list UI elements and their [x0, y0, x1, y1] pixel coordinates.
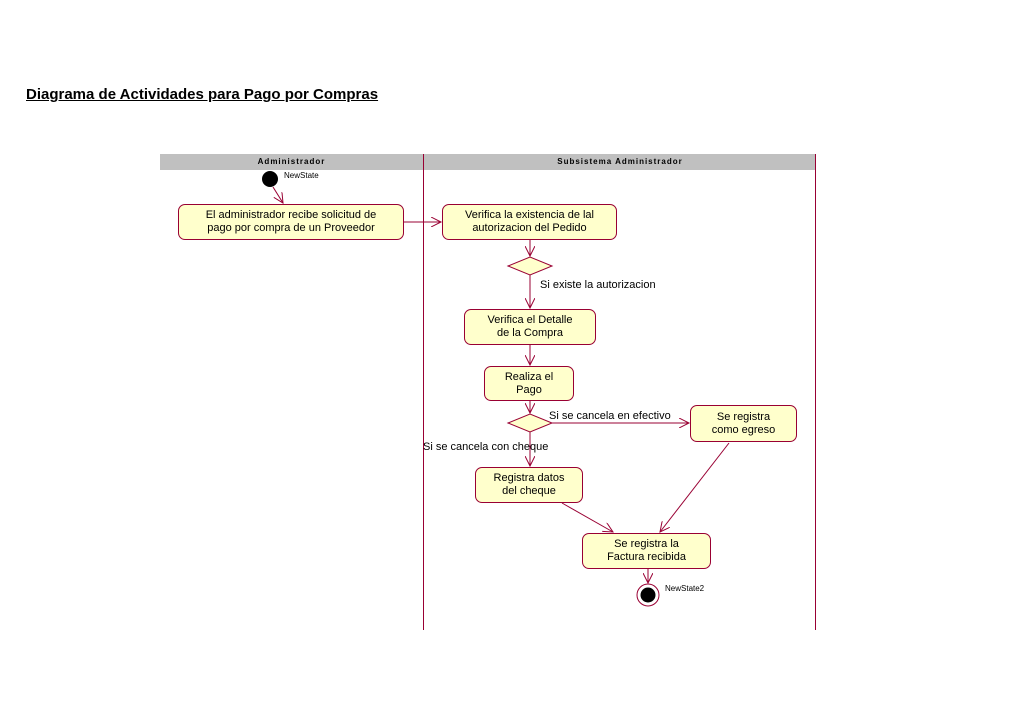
- activity-verify-authorization-label: Verifica la existencia de lal autorizaci…: [464, 209, 594, 234]
- decision-diamond-authorization: [506, 256, 554, 276]
- lane-header-administrador: Administrador: [160, 154, 423, 170]
- activity-verify-authorization: Verifica la existencia de lal autorizaci…: [442, 204, 617, 240]
- activity-register-check: Registra datos del cheque: [475, 467, 583, 503]
- activity-register-expense-label: Se registra como egreso: [711, 410, 776, 436]
- decision-diamond-payment-method: [506, 413, 554, 433]
- final-state-dot: [640, 587, 656, 603]
- activity-make-payment-label: Realiza el Pago: [504, 370, 554, 396]
- guard-cash-payment: Si se cancela en efectivo: [549, 410, 671, 422]
- activity-register-expense: Se registra como egreso: [690, 405, 797, 442]
- activity-receive-request: El administrador recibe solicitud de pag…: [178, 204, 404, 240]
- edge-expense-to-invoice: [660, 442, 730, 532]
- page-title: Diagrama de Actividades para Pago por Co…: [26, 86, 379, 103]
- activity-make-payment: Realiza el Pago: [484, 366, 574, 401]
- edge-check-to-invoice: [561, 502, 613, 532]
- activity-register-invoice: Se registra la Factura recibida: [582, 533, 711, 569]
- final-state-label: NewState2: [665, 584, 705, 593]
- activity-receive-request-label: El administrador recibe solicitud de pag…: [205, 209, 377, 234]
- guard-check-payment: Si se cancela con cheque: [423, 441, 549, 453]
- activity-verify-detail-label: Verifica el Detalle de la Compra: [487, 314, 573, 339]
- lane-header-subsistema-administrador: Subsistema Administrador: [424, 154, 816, 170]
- initial-state-label: NewState: [284, 171, 319, 180]
- activity-verify-detail: Verifica el Detalle de la Compra: [464, 309, 596, 345]
- activity-register-check-label: Registra datos del cheque: [493, 472, 565, 497]
- edge-start-to-receive: [272, 186, 283, 203]
- activity-register-invoice-label: Se registra la Factura recibida: [607, 538, 686, 563]
- initial-state-dot: [262, 171, 278, 187]
- guard-authorization-exists: Si existe la autorizacion: [540, 279, 656, 291]
